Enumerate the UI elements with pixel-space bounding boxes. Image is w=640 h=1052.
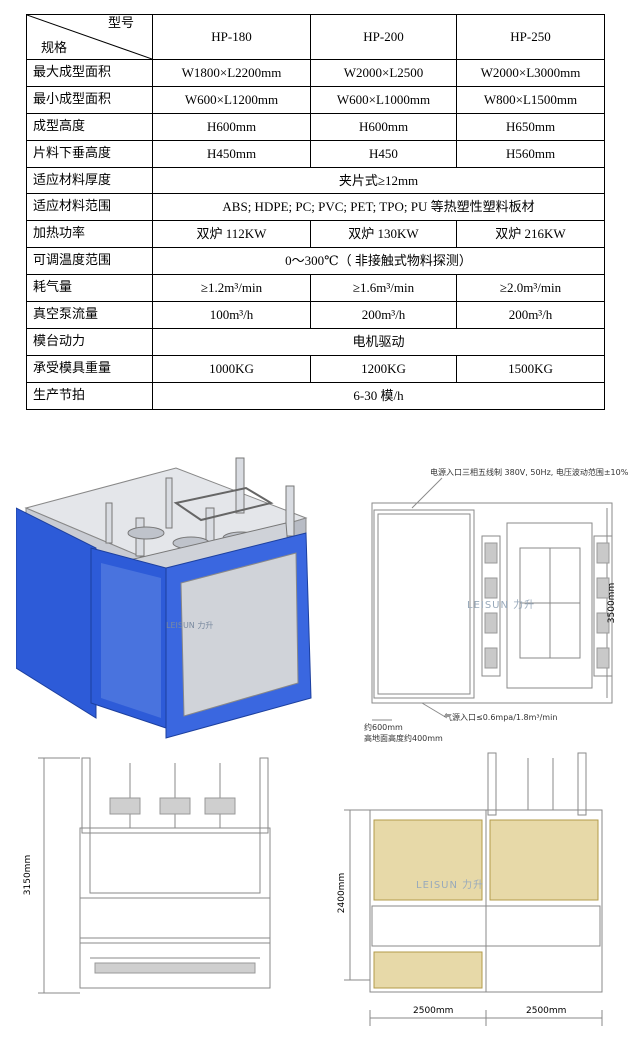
value-cell: 双炉 112KW <box>152 220 311 249</box>
power-note: 电源入口三相五线制 380V, 50Hz, 电压波动范围±10% <box>430 468 629 477</box>
depth-note: 约600mm <box>364 723 403 732</box>
value-cell: 100m³/h <box>152 301 311 329</box>
value-cell: 1500KG <box>456 354 605 383</box>
value-cell: H450 <box>310 139 457 168</box>
front-view-lines <box>38 757 271 994</box>
value-cell: ≥1.6m³/min <box>310 274 457 303</box>
table-header-row: 型号 规格 HP-180 HP-200 HP-250 <box>26 14 605 60</box>
height-dimension: 3150mm <box>23 854 34 896</box>
header-corner-cell: 型号 规格 <box>26 14 153 60</box>
top-view-lines <box>371 477 613 721</box>
width-dimension: 2500mm <box>413 1006 454 1016</box>
side-view-lines <box>344 752 603 1026</box>
machine-3d-illustration: LEISUN 力升 <box>16 457 312 739</box>
value-cell: W600×L1200mm <box>152 85 311 114</box>
length-dimension: 3500mm <box>607 582 618 624</box>
table-row: 模台动力电机驱动 <box>26 327 605 356</box>
front-view-drawing: 3150mm <box>20 748 308 1044</box>
row-label: 加热功率 <box>26 220 153 249</box>
value-cell: ≥1.2m³/min <box>152 274 311 303</box>
spec-label: 规格 <box>41 41 68 56</box>
value-cell: 1000KG <box>152 354 311 383</box>
value-cell: W800×L1500mm <box>456 85 605 114</box>
value-cell: H450mm <box>152 139 311 168</box>
value-cell: W1800×L2200mm <box>152 59 311 87</box>
air-note: 气源入口≤0.6mpa/1.8m³/min <box>444 713 558 722</box>
svg-text:LEISUN 力升: LEISUN 力升 <box>166 620 213 630</box>
value-cell: 200m³/h <box>310 301 457 329</box>
row-label: 适应材料范围 <box>26 193 153 222</box>
value-cell: 1200KG <box>310 354 457 383</box>
row-label: 耗气量 <box>26 274 153 303</box>
model-header: HP-200 <box>310 14 457 60</box>
model-header: HP-250 <box>456 14 605 60</box>
spanned-value-cell: ABS; HDPE; PC; PVC; PET; TPO; PU 等热塑性塑料板… <box>152 193 605 222</box>
value-cell: 双炉 130KW <box>310 220 457 249</box>
row-label: 片料下垂高度 <box>26 139 153 168</box>
watermark: LEISUN 力升 <box>416 880 485 891</box>
spanned-value-cell: 6-30 模/h <box>152 381 605 410</box>
row-label: 模台动力 <box>26 327 153 356</box>
spanned-value-cell: 夹片式≥12mm <box>152 166 605 195</box>
table-row: 耗气量≥1.2m³/min≥1.6m³/min≥2.0m³/min <box>26 274 605 303</box>
width-dimension: 2500mm <box>526 1006 567 1016</box>
top-view-drawing: 电源入口三相五线制 380V, 50Hz, 电压波动范围±10% 气源入口≤0.… <box>352 448 630 746</box>
spanned-value-cell: 0～300℃（ 非接触式物料探测） <box>152 247 605 276</box>
value-cell: W600×L1000mm <box>310 85 457 114</box>
value-cell: 双炉 216KW <box>456 220 605 249</box>
row-label: 最大成型面积 <box>26 59 153 87</box>
height-note: 高地面高度约400mm <box>364 734 443 743</box>
model-label: 型号 <box>107 16 134 31</box>
height-dimension: 2400mm <box>337 872 348 914</box>
row-label: 生产节拍 <box>26 381 153 410</box>
row-label: 最小成型面积 <box>26 85 153 114</box>
model-header: HP-180 <box>152 14 311 60</box>
value-cell: ≥2.0m³/min <box>456 274 605 303</box>
row-label: 适应材料厚度 <box>26 166 153 195</box>
value-cell: H560mm <box>456 139 605 168</box>
value-cell: 200m³/h <box>456 301 605 329</box>
value-cell: H600mm <box>310 112 457 141</box>
value-cell: H600mm <box>152 112 311 141</box>
value-cell: W2000×L2500 <box>310 59 457 87</box>
row-label: 真空泵流量 <box>26 301 153 329</box>
value-cell: H650mm <box>456 112 605 141</box>
row-label: 可调温度范围 <box>26 247 153 276</box>
watermark: LEISUN 力升 <box>467 600 536 611</box>
value-cell: W2000×L3000mm <box>456 59 605 87</box>
side-view-drawing: 2400mm 2500mm 2500mm LEISUN 力升 <box>328 748 630 1044</box>
spanned-value-cell: 电机驱动 <box>152 327 605 356</box>
diagonal-line <box>27 15 152 59</box>
table-row: 适应材料厚度夹片式≥12mm <box>26 166 605 195</box>
row-label: 成型高度 <box>26 112 153 141</box>
row-label: 承受模具重量 <box>26 354 153 383</box>
